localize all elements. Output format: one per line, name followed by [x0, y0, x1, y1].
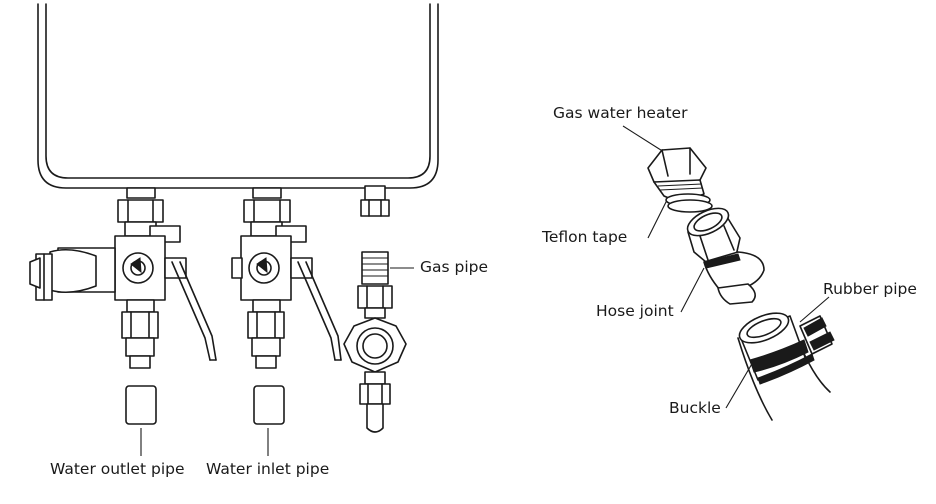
label-gas-pipe: Gas pipe — [420, 258, 489, 276]
label-rubber-pipe: Rubber pipe — [823, 280, 917, 298]
water-outlet-valve — [29, 187, 217, 456]
label-water-inlet-pipe: Water inlet pipe — [206, 460, 330, 478]
gas-valve — [343, 185, 414, 433]
teflon-tape — [665, 193, 713, 213]
label-teflon-tape: Teflon tape — [542, 228, 628, 246]
label-buckle: Buckle — [669, 399, 721, 417]
label-water-outlet-pipe: Water outlet pipe — [50, 460, 185, 478]
heater-hex-fitting — [647, 147, 707, 201]
label-gas-water-heater: Gas water heater — [553, 104, 688, 122]
label-hose-joint: Hose joint — [596, 302, 674, 320]
hose-joint-leader — [680, 267, 705, 313]
heater-body — [37, 3, 439, 189]
rubber-pipe-leader — [799, 296, 830, 323]
water-inlet-valve — [231, 187, 342, 456]
heater-leader — [622, 125, 665, 153]
rubber-pipe — [737, 312, 835, 421]
hose-joint — [686, 207, 765, 305]
